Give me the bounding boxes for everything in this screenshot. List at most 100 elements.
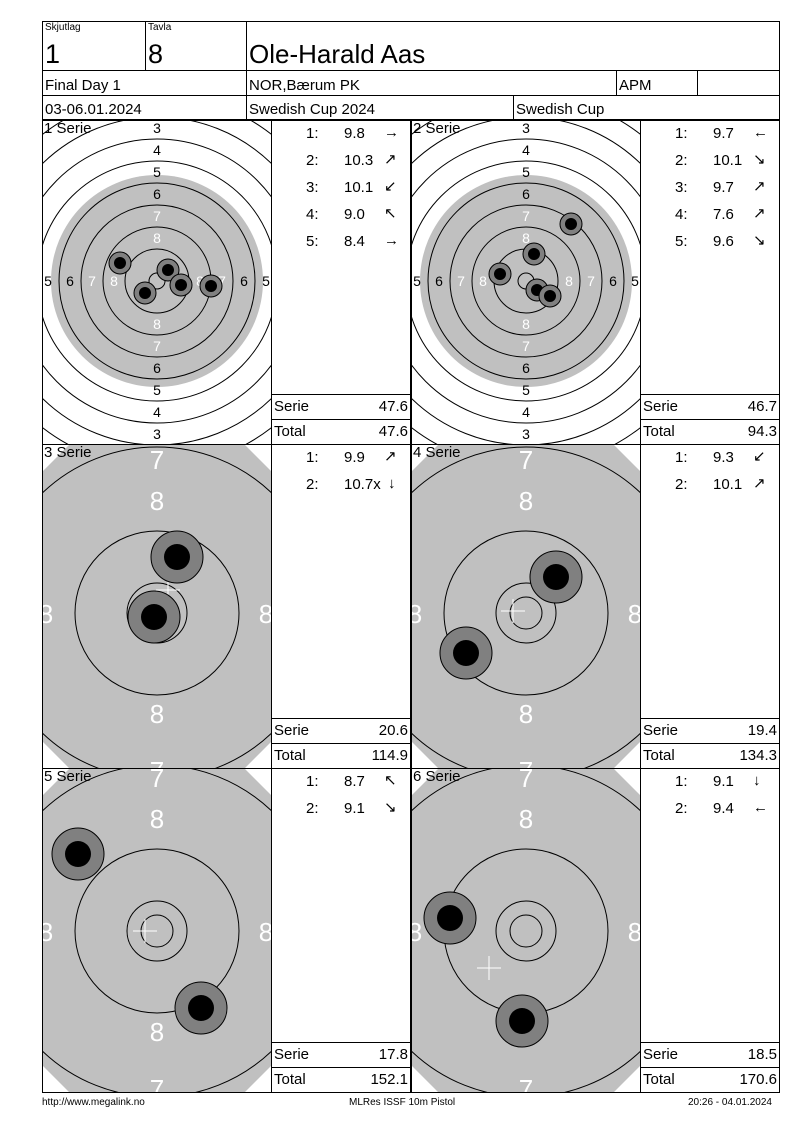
- footer-url[interactable]: http://www.megalink.no: [42, 1097, 145, 1108]
- ring: [74, 530, 240, 696]
- ring-label: 7: [519, 756, 533, 768]
- shot-number: 4:: [306, 206, 319, 223]
- shot-core: [565, 218, 577, 230]
- shot-core: [114, 257, 126, 269]
- shot-value: 9.7: [713, 125, 734, 142]
- shot-value: 10.1: [713, 476, 743, 493]
- ring-label: 7: [587, 273, 595, 289]
- serie-score: 18.5: [747, 1046, 777, 1063]
- shot-direction-icon: ↘: [384, 799, 397, 816]
- competition-name: Swedish Cup 2024: [249, 101, 375, 118]
- ring: [126, 900, 188, 962]
- serie-label: Serie: [274, 1046, 310, 1063]
- competition-short-cell: Swedish Cup: [513, 95, 780, 120]
- ring-label: 8: [110, 273, 118, 289]
- skjutlag-value: 1: [45, 39, 61, 69]
- ring-label: 5: [631, 273, 639, 289]
- shot-number: 3:: [306, 179, 319, 196]
- ring: [509, 914, 543, 948]
- ring-label: 7: [519, 445, 533, 475]
- shot-direction-icon: ↘: [753, 232, 766, 249]
- shot-core: [494, 268, 506, 280]
- empty-cell: [697, 70, 780, 96]
- ring-label: 7: [522, 208, 530, 224]
- ring-7: [80, 204, 234, 358]
- event-cell: Final Day 1: [42, 70, 247, 96]
- shot-core: [164, 544, 190, 570]
- serie-divider: [641, 1042, 779, 1043]
- series-title: 6 Serie: [413, 768, 461, 785]
- total-score: 94.3: [747, 423, 777, 440]
- ring-label: 7: [150, 445, 164, 475]
- serie-label: Serie: [274, 722, 310, 739]
- ring-label: 4: [522, 404, 530, 420]
- ring-4: [412, 138, 640, 424]
- target-box: 3333444455556666777788882 Serie: [411, 120, 641, 445]
- ring-6: [58, 182, 256, 380]
- ring-label: 5: [44, 273, 52, 289]
- total-score: 47.6: [378, 423, 408, 440]
- ring-label: 5: [262, 273, 270, 289]
- shot-number: 1:: [306, 125, 319, 142]
- shot-value: 9.3: [713, 449, 734, 466]
- ring-label: 7: [153, 208, 161, 224]
- total-label: Total: [274, 747, 306, 764]
- shot-direction-icon: ↓: [753, 772, 761, 789]
- footer-timestamp: 20:26 - 04.01.2024: [688, 1097, 772, 1108]
- ring-label: 8: [412, 599, 422, 629]
- ring-label: 4: [522, 142, 530, 158]
- serie-score: 20.6: [378, 722, 408, 739]
- shot-core: [437, 905, 463, 931]
- serie-label: Serie: [643, 722, 679, 739]
- shot-core: [139, 287, 151, 299]
- ring: [412, 446, 640, 768]
- shot-value: 9.0: [344, 206, 365, 223]
- competition-short-name: Swedish Cup: [516, 101, 605, 118]
- shot-core: [453, 640, 479, 666]
- shot-number: 2:: [675, 800, 688, 817]
- target-box: 7788885 Serie: [42, 768, 272, 1093]
- tavla-label: Tavla: [148, 22, 172, 33]
- shot-number: 1:: [306, 449, 319, 466]
- dates-cell: 03-06.01.2024: [42, 95, 247, 120]
- ring-label: 4: [153, 404, 161, 420]
- total-label: Total: [274, 423, 306, 440]
- total-label: Total: [643, 423, 675, 440]
- ring-label: 3: [153, 121, 161, 136]
- shot-core: [188, 995, 214, 1021]
- shot-value: 9.1: [713, 773, 734, 790]
- club-cell: NOR,Bærum PK: [246, 70, 617, 96]
- shot-number: 2:: [675, 152, 688, 169]
- ring-label: 4: [153, 142, 161, 158]
- ring-5: [412, 160, 640, 402]
- shot-core: [175, 279, 187, 291]
- shot-number: 1:: [306, 773, 319, 790]
- serie-divider: [641, 394, 779, 395]
- ring-label: 8: [522, 230, 530, 246]
- ring: [509, 596, 543, 630]
- ring-label: 8: [519, 699, 533, 729]
- ring-4: [43, 138, 271, 424]
- class-name: APM: [619, 77, 652, 94]
- serie-score: 19.4: [747, 722, 777, 739]
- ring-label: 5: [522, 164, 530, 180]
- shot-direction-icon: ↗: [753, 475, 766, 492]
- total-score: 152.1: [370, 1071, 408, 1088]
- ring-label: 8: [196, 273, 204, 289]
- shot-value: 9.1: [344, 800, 365, 817]
- ring-label: 6: [435, 273, 443, 289]
- shot-core: [162, 264, 174, 276]
- skjutlag-cell: Skjutlag 1: [42, 21, 146, 71]
- ring-label: 8: [628, 599, 640, 629]
- ring-label: 8: [150, 1017, 164, 1047]
- ring-label: 5: [413, 273, 421, 289]
- ring-label: 8: [150, 699, 164, 729]
- ring-label: 8: [259, 917, 271, 947]
- ring-label: 6: [153, 360, 161, 376]
